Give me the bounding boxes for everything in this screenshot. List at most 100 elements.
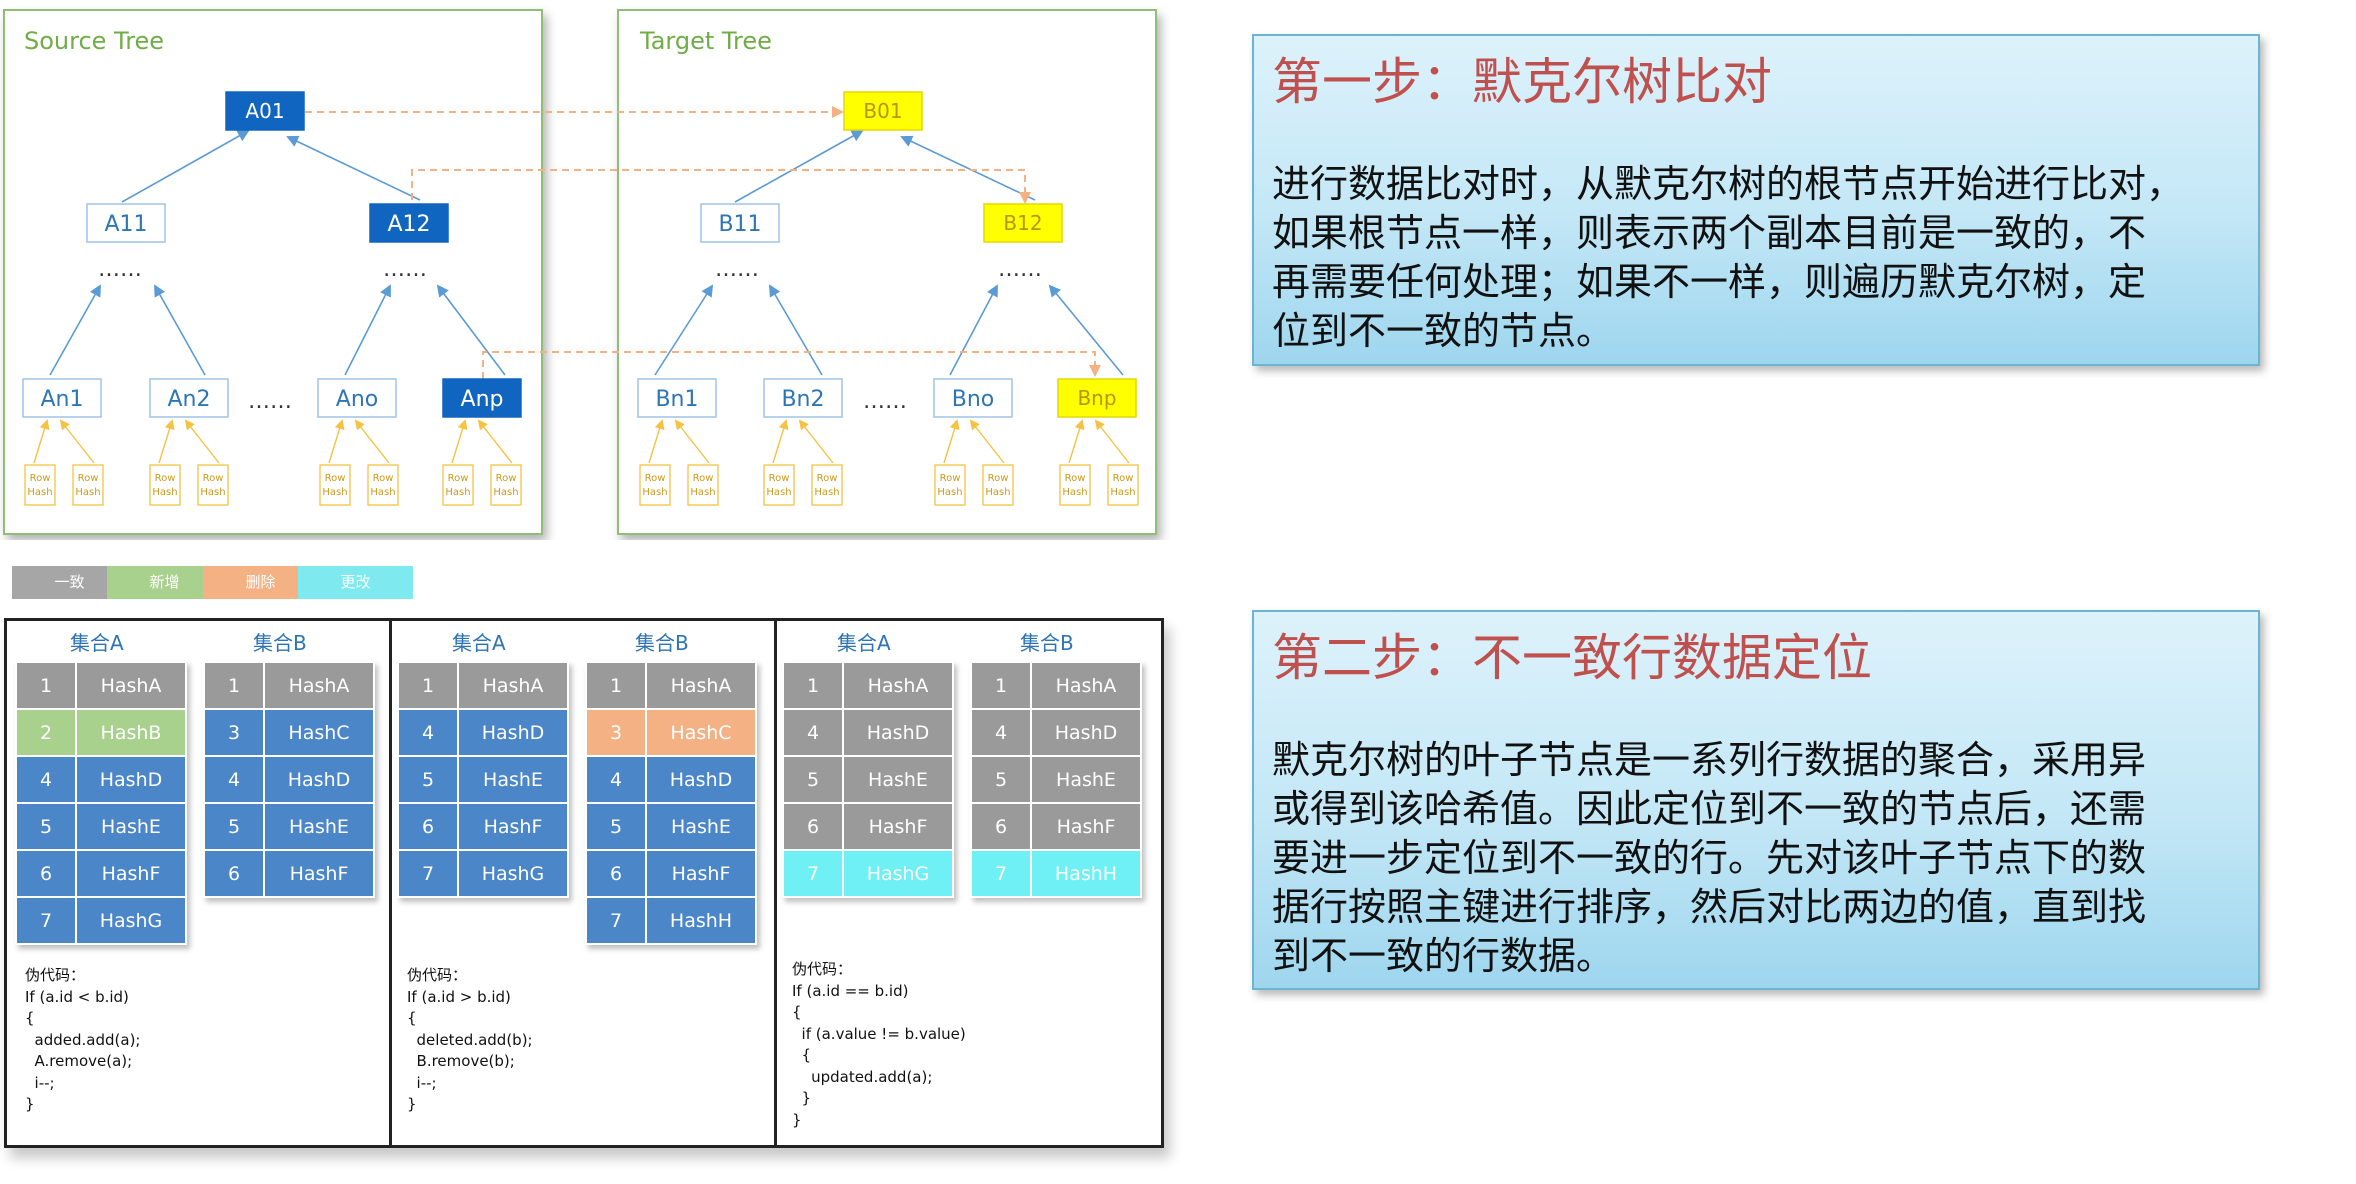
row-hash-label: Row <box>1065 473 1086 484</box>
node-source-leaf: Anp <box>442 378 522 418</box>
node-a11: A11 <box>86 203 166 243</box>
tree-edges <box>49 130 1124 376</box>
node-b11-label: B11 <box>718 212 761 237</box>
row-id: 3 <box>585 708 647 757</box>
row-hash-box <box>197 464 229 506</box>
row-id: 4 <box>15 755 77 804</box>
target-leaf-ellipsis: …… <box>863 389 907 414</box>
row-id: 7 <box>15 896 77 945</box>
row-id: 5 <box>585 802 647 851</box>
row-id: 6 <box>782 802 844 851</box>
row-id: 6 <box>585 849 647 898</box>
row-id: 1 <box>585 661 647 710</box>
row-hash-arrow <box>1068 419 1085 464</box>
row-id: 4 <box>203 755 265 804</box>
step2-line: 或得到该哈希值。因此定位到不一致的节点后，还需 <box>1272 787 2147 831</box>
row-id: 7 <box>397 849 459 898</box>
row-id: 1 <box>397 661 459 710</box>
row-hash-arrow <box>1094 419 1130 464</box>
step1-line: 如果根节点一样，则表示两个副本目前是一致的，不 <box>1272 211 2147 255</box>
row-hash: HashF <box>75 849 187 898</box>
row-hash-label: Hash <box>985 487 1010 498</box>
row-hash: HashG <box>75 896 187 945</box>
set-b-label: 集合B <box>253 631 307 655</box>
row-id: 5 <box>203 802 265 851</box>
node-target-leaf-label: Bn2 <box>781 387 824 412</box>
row-hash: HashA <box>263 661 375 710</box>
row-hash-box <box>319 464 351 506</box>
node-source-leaf-box <box>442 378 522 418</box>
source-level-ellipsis-right: …… <box>383 257 427 282</box>
row-hash-box <box>639 464 671 506</box>
row-hash-box <box>982 464 1014 506</box>
node-b12-label: B12 <box>1003 211 1042 235</box>
node-b01-label: B01 <box>863 99 902 123</box>
row-id: 7 <box>585 896 647 945</box>
row-id: 1 <box>970 661 1032 710</box>
row-hash: HashD <box>457 708 569 757</box>
row-hash-box <box>149 464 181 506</box>
row-hash-box <box>934 464 966 506</box>
row-hash-label: Row <box>769 473 790 484</box>
row-hash: HashE <box>457 755 569 804</box>
row-hash: HashD <box>645 755 757 804</box>
row-hash-arrow <box>943 419 960 464</box>
row-hash-arrow <box>59 419 95 464</box>
row-hash-label: Row <box>693 473 714 484</box>
row-id: 4 <box>782 708 844 757</box>
step1-line: 再需要任何处理；如果不一样，则遍历默克尔树，定 <box>1272 260 2147 304</box>
node-a01: A01 <box>225 91 305 131</box>
row-hash: HashE <box>842 755 954 804</box>
row-hash: HashB <box>75 708 187 757</box>
row-hash: HashE <box>75 802 187 851</box>
row-hash-arrow <box>674 419 710 464</box>
step1-title: 第一步：默克尔树比对 <box>1272 53 1772 111</box>
row-hash: HashF <box>263 849 375 898</box>
row-hash-arrow <box>772 419 789 464</box>
step2-title: 第二步：不一致行数据定位 <box>1272 629 1872 687</box>
set-a-label: 集合A <box>452 631 506 655</box>
node-target-leaf-box <box>637 378 717 418</box>
row-hash-label: Hash <box>322 487 347 498</box>
row-hash-label: Hash <box>152 487 177 498</box>
node-target-leaf-box <box>763 378 843 418</box>
row-hash: HashG <box>457 849 569 898</box>
row-id: 1 <box>15 661 77 710</box>
node-a01-label: A01 <box>245 99 284 123</box>
pseudo-code: 伪代码： If (a.id < b.id) { added.add(a); A.… <box>25 966 141 1113</box>
step2-line: 到不一致的行数据。 <box>1272 934 1615 978</box>
pseudo-code: 伪代码： If (a.id > b.id) { deleted.add(b); … <box>407 966 533 1113</box>
row-hash-arrow <box>477 419 513 464</box>
row-id: 4 <box>970 708 1032 757</box>
step2-box: 第二步：不一致行数据定位 默克尔树的叶子节点是一系列行数据的聚合，采用异 或得到… <box>1252 610 2260 990</box>
row-hash-arrow <box>328 419 345 464</box>
node-source-leaf: An2 <box>149 378 229 418</box>
row-id: 7 <box>970 849 1032 898</box>
node-source-leaf-box <box>22 378 102 418</box>
step2-line: 要进一步定位到不一致的行。先对该叶子节点下的数 <box>1272 836 2147 880</box>
step2-line: 据行按照主键进行排序，然后对比两边的值，直到找 <box>1272 885 2147 929</box>
row-hash-arrow <box>184 419 220 464</box>
step2-line: 默克尔树的叶子节点是一系列行数据的聚合，采用异 <box>1272 738 2147 782</box>
node-target-leaf-label: Bnp <box>1077 386 1116 410</box>
